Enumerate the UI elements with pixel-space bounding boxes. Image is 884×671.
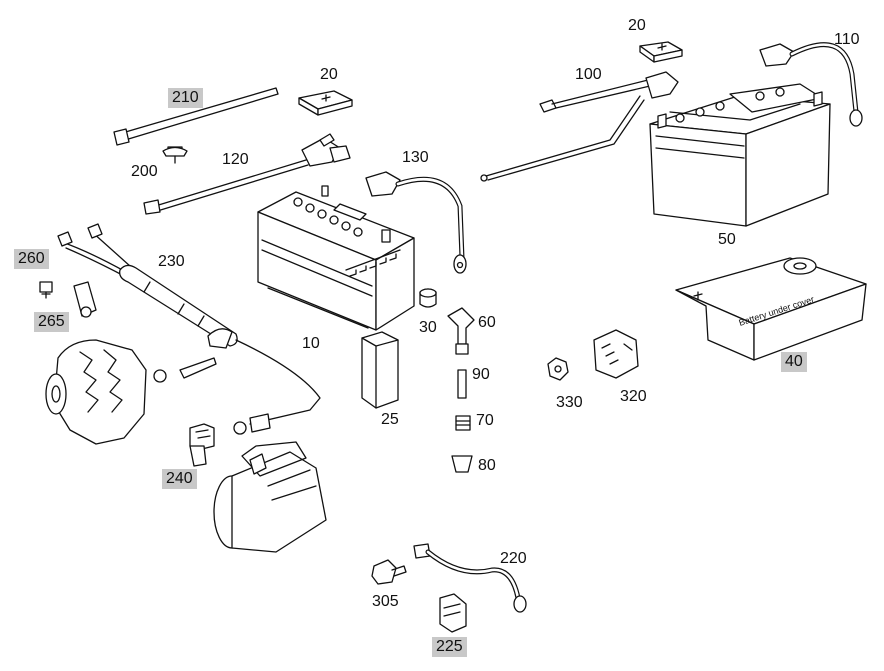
label-50: 50: [718, 231, 736, 248]
label-305: 305: [372, 593, 399, 610]
vent-elbow: [447, 307, 475, 355]
cable-tie: [113, 87, 279, 146]
label-80: 80: [478, 457, 496, 474]
ground-strap-220: [413, 543, 527, 613]
label-320: 320: [620, 388, 647, 405]
label-20-right: 20: [628, 17, 646, 34]
label-40: 40: [781, 352, 807, 372]
label-10: 10: [302, 335, 320, 352]
ground-cable-130: [365, 171, 467, 274]
clamp-225: [439, 593, 467, 633]
positive-cable-120: [143, 133, 351, 215]
label-210: 210: [168, 88, 203, 108]
battery-small: [257, 185, 415, 331]
nut-330: [547, 357, 569, 381]
label-130: 130: [402, 149, 429, 166]
clip-265: [73, 281, 97, 318]
vent-cap: [419, 288, 437, 308]
label-260: 260: [14, 249, 49, 269]
starter: [213, 441, 327, 553]
alternator: [45, 339, 147, 445]
wiring-harness: [57, 223, 321, 435]
label-225: 225: [432, 637, 467, 657]
cap: [451, 455, 473, 473]
label-30: 30: [419, 319, 437, 336]
label-110: 110: [834, 31, 860, 48]
label-220: 220: [500, 550, 527, 567]
label-230: 230: [158, 253, 185, 270]
terminal-cover-left: [298, 90, 353, 116]
cover-block: [361, 331, 399, 409]
ground-cable-110: [759, 42, 863, 127]
label-20-left: 20: [320, 66, 338, 83]
label-265: 265: [34, 312, 69, 332]
vent-tube: [457, 369, 467, 399]
terminal-cover-right: [639, 41, 683, 63]
label-25: 25: [381, 411, 399, 428]
label-240: 240: [162, 469, 197, 489]
label-200: 200: [131, 163, 158, 180]
label-330: 330: [556, 394, 583, 411]
connector-320: [593, 329, 639, 379]
battery-cover: Battery under cover: [675, 257, 867, 361]
relay-240: [189, 423, 215, 467]
battery-large: [649, 83, 831, 227]
label-70: 70: [476, 412, 494, 429]
positive-cable-100: [480, 71, 679, 182]
bolt-260: [39, 281, 53, 299]
bolt-305: [371, 559, 407, 585]
label-90: 90: [472, 366, 490, 383]
label-100: 100: [575, 66, 602, 83]
label-60: 60: [478, 314, 496, 331]
label-120: 120: [222, 151, 249, 168]
clip: [162, 146, 188, 164]
plug: [455, 415, 471, 431]
